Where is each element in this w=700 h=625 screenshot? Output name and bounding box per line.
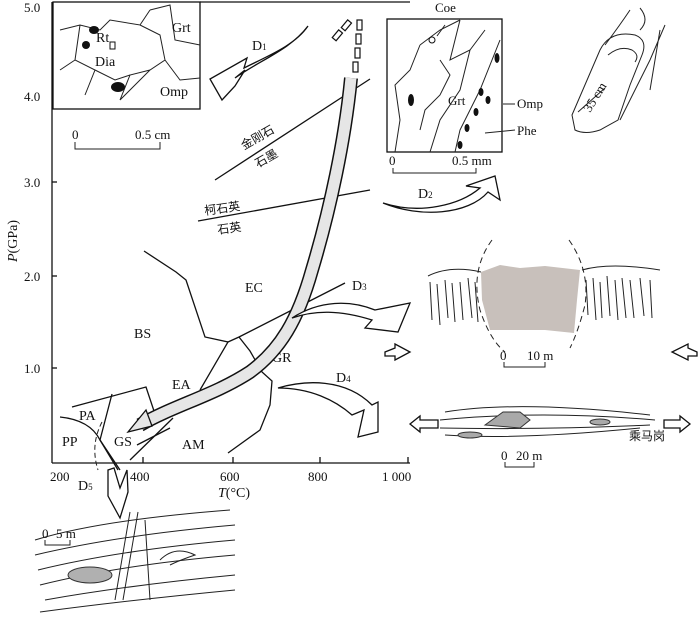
d2-arrow: D2 [382,175,501,213]
extension-arrow-left [408,414,439,434]
x-tick-label: 1 000 [382,469,411,484]
y-tick-label: 5.0 [24,0,40,15]
mineral-dia: Dia [95,55,116,70]
d4-arrow: D4 [277,371,379,438]
svg-text:10 m: 10 m [527,348,553,363]
svg-text:0: 0 [501,448,508,463]
svg-text:D1: D1 [252,39,267,54]
svg-text:D4: D4 [336,371,351,386]
facies-bs-label: BS [134,327,151,342]
graphite-label: 石墨 [253,146,281,170]
svg-text:5 m: 5 m [56,526,76,541]
svg-text:0.5 cm: 0.5 cm [135,127,170,142]
facies-ec-label: EC [245,281,263,296]
facies-ea-label: EA [172,378,192,393]
x-tick-label: 600 [220,469,240,484]
fold-scale-label: 35 cm [580,79,610,114]
coesite-quartz-line [197,189,371,222]
facies-boundaries [59,250,346,471]
x-tick-label: 200 [50,469,70,484]
pt-path-arrow [126,19,363,434]
quartz-label: 石英 [216,220,242,237]
y-axis-label: P(GPa) [6,220,21,263]
path-arrowhead [126,408,153,434]
x-ticks: 200 400 600 800 1 000 [50,457,411,484]
mineral-omp: Omp [517,96,543,111]
scale-bar [392,168,477,174]
scale-bar [44,540,71,546]
d5-arrow: D5 [78,467,129,520]
svg-text:0: 0 [500,348,507,363]
y-tick-label: 3.0 [24,175,40,190]
x-tick-label: 800 [308,469,328,484]
svg-text:D3: D3 [352,279,367,294]
svg-text:D5: D5 [78,479,93,494]
mineral-grt: Grt [448,93,466,108]
y-ticks: 5.0 4.0 3.0 2.0 1.0 [24,0,57,376]
facies-pp-label: PP [62,435,78,450]
mineral-rt: Rt [96,31,109,46]
y-tick-label: 1.0 [24,361,40,376]
svg-text:0: 0 [389,153,396,168]
facies-gs-label: GS [114,435,132,450]
svg-text:20 m: 20 m [516,448,542,463]
d1-arrow: D1 [209,25,309,102]
facies-am-label: AM [182,438,205,453]
svg-text:0: 0 [72,127,79,142]
outcrop-boudin: 0 10 m [384,239,698,368]
scale-bar [504,462,535,468]
d3-arrow: D3 [291,279,412,333]
inset-left-microtexture: Rt Dia Grt Omp 0 0.5 cm [52,1,201,150]
outcrop-bottom: 0 5 m [34,509,236,613]
scale-bar [503,362,546,368]
mineral-omp: Omp [160,85,188,100]
svg-text:0.5 mm: 0.5 mm [452,153,492,168]
compression-arrow-right [670,342,698,362]
scale-bar [74,142,161,150]
extension-arrow-right [663,414,692,434]
mineral-phe: Phe [517,123,537,138]
svg-text:D2: D2 [418,187,433,202]
coesite-label: 柯石英 [203,199,241,218]
outcrop-lens: 乘马岗 0 20 m [408,406,692,468]
y-tick-label: 4.0 [24,89,40,104]
y-tick-label: 2.0 [24,269,40,284]
inset-right-microtexture: Grt Coe Omp Phe 0 0.5 mm [386,0,543,174]
path-dashed-top [331,19,363,73]
compression-arrow-left [384,342,412,362]
facies-pa-label: PA [79,409,97,424]
fold-sketch: 35 cm [571,7,666,133]
locality-label: 乘马岗 [629,429,665,443]
svg-text:0: 0 [42,526,49,541]
x-tick-label: 400 [130,469,150,484]
mineral-coe: Coe [435,0,456,15]
axes: 5.0 4.0 3.0 2.0 1.0 200 400 600 800 1 00… [6,0,411,501]
mineral-grt: Grt [172,21,191,36]
x-axis-label: T(°C) [218,486,250,501]
